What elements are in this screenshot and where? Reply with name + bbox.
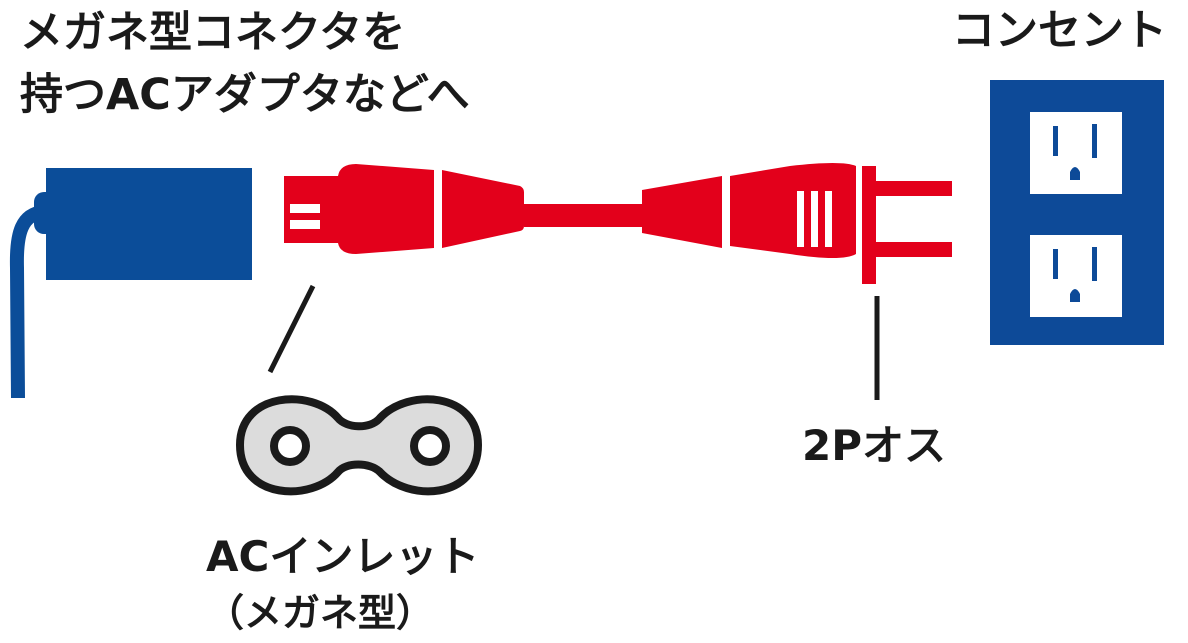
wall-outlet-icon — [990, 80, 1164, 345]
inlet-label: ACインレット — [206, 532, 480, 581]
plug-prong-bottom — [876, 242, 952, 257]
inlet-pin-left — [270, 426, 310, 466]
connector-slot-top — [290, 204, 320, 213]
outlet-socket-top-ground — [1070, 167, 1080, 180]
outlet-socket-bottom-slot-left — [1053, 249, 1058, 279]
outlet-label: コンセント — [952, 6, 1167, 56]
connector-head — [284, 164, 434, 254]
plug-face — [862, 166, 876, 284]
power-cable-icon — [284, 163, 952, 284]
adapter-body — [46, 168, 252, 280]
plug-grip-3 — [825, 191, 832, 247]
outlet-socket-bottom-slot-right — [1092, 247, 1097, 281]
outlet-socket-bottom-ground — [1070, 289, 1080, 302]
adapter-label-line1: メガネ型コネクタを — [20, 8, 406, 58]
outlet-socket-top-slot-right — [1092, 124, 1097, 158]
inlet-type-label: （メガネ型） — [206, 591, 435, 635]
plug-body — [730, 163, 856, 258]
plug-grip-2 — [811, 191, 818, 247]
adapter-label: メガネ型コネクタを 持つACアダプタなどへ — [20, 2, 470, 126]
outlet-socket-top — [1030, 112, 1122, 194]
figure8-inlet-icon — [235, 395, 483, 496]
inlet-pin-right — [410, 426, 450, 466]
inlet-outline — [235, 395, 483, 496]
connector-boot — [442, 170, 524, 248]
ac-adapter-icon — [9, 168, 252, 399]
plug-boot — [642, 176, 722, 248]
outlet-socket-top-slot-left — [1053, 126, 1058, 156]
outlet-socket-bottom — [1030, 235, 1122, 317]
plug-prong-top — [876, 181, 952, 196]
plug-label: 2Pオス — [802, 421, 947, 470]
adapter-cord — [9, 205, 46, 399]
leader-line-inlet — [267, 284, 316, 374]
cable-cord — [524, 204, 642, 227]
connector-slot-bottom — [290, 220, 320, 229]
plug-grip-1 — [797, 191, 804, 247]
adapter-label-line2: 持つACアダプタなどへ — [20, 70, 470, 120]
